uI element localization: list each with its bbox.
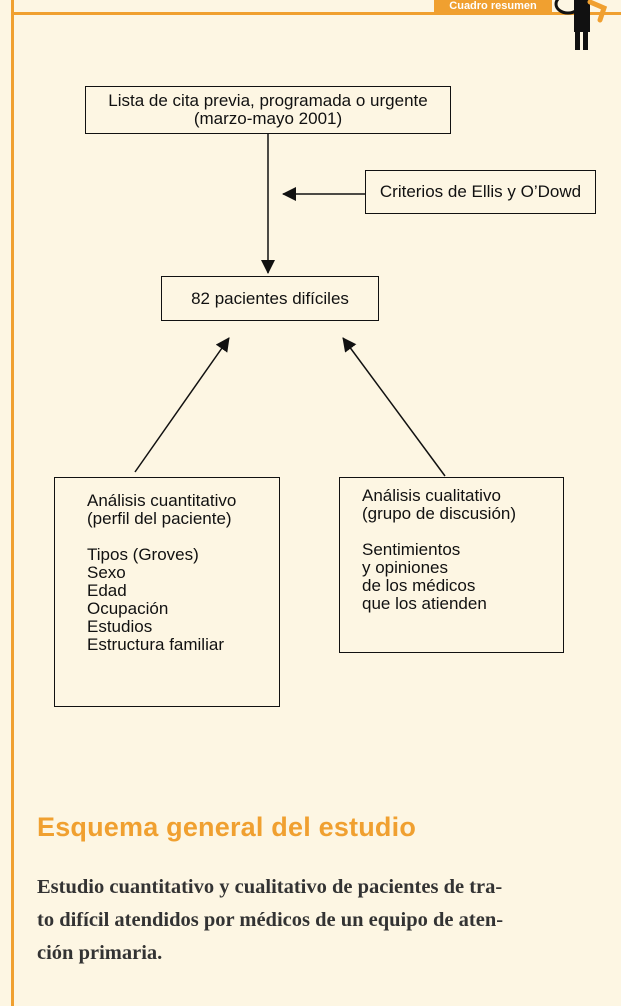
patients-label: 82 pacientes difíciles	[191, 289, 349, 308]
qualitative-item: que los atienden	[362, 594, 487, 613]
qualitative-item: y opiniones	[362, 558, 449, 577]
study-summary: Estudio cuantitativo y cualitativo de pa…	[37, 871, 597, 970]
patients-box: 82 pacientes difíciles	[161, 276, 379, 321]
summary-line: to difícil atendidos por médicos de un e…	[37, 909, 504, 931]
quantitative-item: Sexo	[87, 563, 126, 582]
qualitative-title-line-1: Análisis cualitativo	[362, 486, 501, 505]
right-arrow-up	[342, 337, 446, 477]
summary-line: ción primaria.	[37, 942, 163, 964]
qualitative-analysis-box: Análisis cualitativo (grupo de discusión…	[339, 477, 564, 653]
quantitative-item: Ocupación	[87, 599, 169, 618]
qualitative-title-line-2: (grupo de discusión)	[362, 504, 517, 523]
appointment-list-line-1: Lista de cita previa, programada o urgen…	[108, 91, 428, 110]
person-icon	[554, 0, 608, 50]
left-arrow-up	[134, 337, 230, 473]
summary-tag: Cuadro resumen	[434, 0, 552, 14]
appointment-list-line-2: (marzo-mayo 2001)	[193, 109, 343, 128]
qualitative-item: Sentimientos	[362, 540, 461, 559]
quantitative-item: Estudios	[87, 617, 153, 636]
quantitative-item: Tipos (Groves)	[87, 545, 199, 564]
quantitative-title-line-2: (perfil del paciente)	[87, 509, 232, 528]
section-heading: Esquema general del estudio	[37, 812, 417, 842]
quantitative-title-line-1: Análisis cuantitativo	[87, 491, 237, 510]
quantitative-item: Estructura familiar	[87, 635, 224, 654]
quantitative-item: Edad	[87, 581, 127, 600]
qualitative-item: de los médicos	[362, 576, 476, 595]
appointment-list-box: Lista de cita previa, programada o urgen…	[85, 86, 451, 134]
flow-diagram	[134, 134, 446, 477]
quantitative-analysis-box: Análisis cuantitativo (perfil del pacien…	[54, 477, 280, 707]
page-frame	[11, 0, 621, 1006]
top-rule	[11, 12, 621, 15]
summary-line: Estudio cuantitativo y cualitativo de pa…	[37, 876, 503, 898]
criteria-label: Criterios de Ellis y O’Dowd	[379, 182, 582, 201]
criteria-box: Criterios de Ellis y O’Dowd	[365, 170, 596, 214]
